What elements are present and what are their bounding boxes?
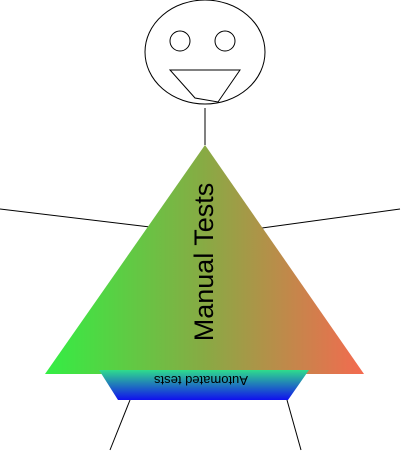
automated-tests-base (99, 370, 309, 400)
left-leg (109, 399, 131, 451)
manual-tests-pyramid (45, 145, 364, 374)
smiley-face-icon (144, 0, 266, 105)
mouth (168, 69, 241, 103)
automated-tests-label: Automated tests (154, 373, 248, 388)
manual-tests-label: Manual Tests (189, 183, 219, 342)
right-eye (214, 30, 236, 52)
left-arm (0, 208, 151, 228)
right-arm (261, 208, 401, 229)
left-eye (169, 30, 191, 52)
right-leg (286, 399, 302, 451)
